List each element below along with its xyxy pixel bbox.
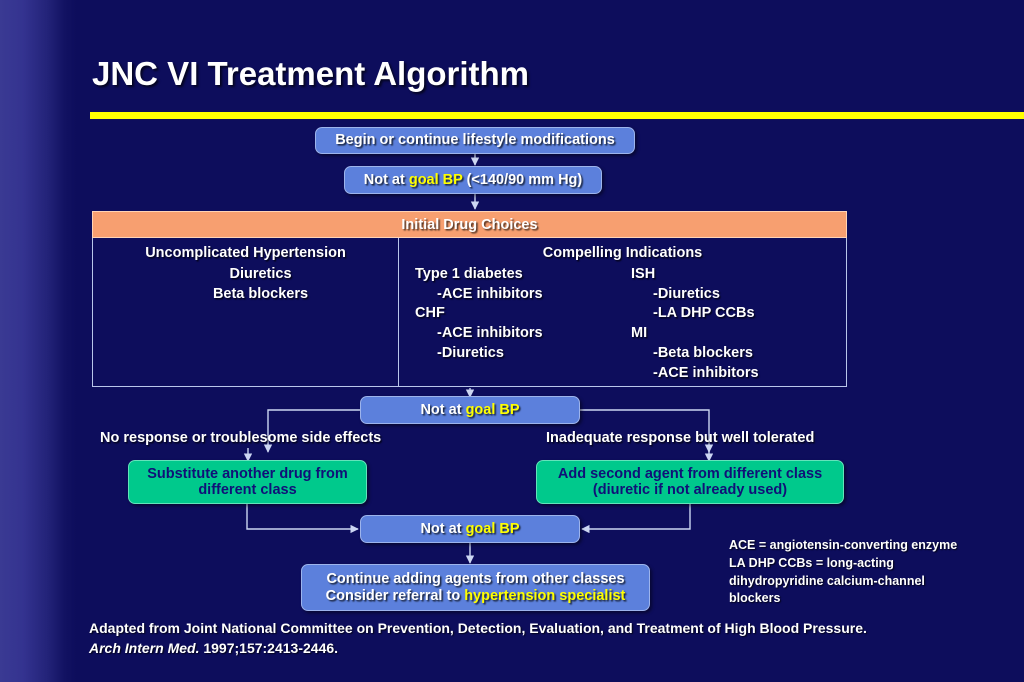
- list-item: -ACE inhibitors: [653, 364, 759, 381]
- branch-label-left: No response or troublesome side effects: [100, 430, 382, 446]
- box-substitute-another-drug[interactable]: Substitute another drug from different c…: [128, 460, 367, 504]
- box-not-at-goal-bp-2-label: Not at goal BP: [420, 401, 520, 418]
- list-item: -ACE inhibitors: [437, 325, 543, 342]
- box-not-at-goal-bp-1[interactable]: Not at goal BP (<140/90 mm Hg): [344, 166, 602, 194]
- box-add-second-agent-line2: (diuretic if not already used): [592, 482, 788, 498]
- drug-table-header: Initial Drug Choices: [92, 211, 847, 238]
- list-item: -ACE inhibitors: [437, 285, 543, 302]
- compelling-indications-group-b: ISH -Diuretics -LA DHP CCBs MI -Beta blo…: [631, 265, 831, 383]
- uncomplicated-hypertension-column: Uncomplicated Hypertension Diuretics Bet…: [93, 238, 399, 386]
- abbreviation-legend: ACE = angiotensin-converting enzyme LA D…: [729, 537, 1009, 608]
- compelling-indications-groups: Type 1 diabetes -ACE inhibitors CHF -ACE…: [399, 265, 846, 383]
- uncomplicated-hypertension-heading: Uncomplicated Hypertension: [145, 245, 346, 261]
- legend-line-3: dihydropyridine calcium-channel: [729, 573, 925, 588]
- drug-table-header-label: Initial Drug Choices: [401, 216, 538, 233]
- box-continue-adding-agents[interactable]: Continue adding agents from other classe…: [301, 564, 650, 611]
- list-item: -LA DHP CCBs: [653, 305, 755, 322]
- box-add-second-agent[interactable]: Add second agent from different class (d…: [536, 460, 844, 504]
- box-not-at-goal-bp-3-label: Not at goal BP: [420, 520, 520, 537]
- list-item: MI: [631, 325, 648, 342]
- list-item: Diuretics: [229, 266, 292, 282]
- legend-line-4: blockers: [729, 591, 781, 606]
- compelling-indications-group-a: Type 1 diabetes -ACE inhibitors CHF -ACE…: [415, 265, 631, 383]
- box-not-at-goal-bp-3[interactable]: Not at goal BP: [360, 515, 580, 543]
- citation-reference: 1997;157:2413-2446.: [199, 639, 339, 656]
- legend-line-2: LA DHP CCBs = long-acting: [729, 555, 894, 570]
- box-not-at-goal-bp-2[interactable]: Not at goal BP: [360, 396, 580, 424]
- title-underline-rule: [90, 112, 1024, 119]
- list-item: CHF: [415, 305, 445, 322]
- legend-line-1: ACE = angiotensin-converting enzyme: [729, 538, 958, 552]
- drug-table-body: Uncomplicated Hypertension Diuretics Bet…: [92, 238, 847, 387]
- initial-drug-choices-table: Initial Drug Choices Uncomplicated Hyper…: [92, 211, 847, 387]
- box-substitute-line2: different class: [198, 482, 297, 498]
- box-continue-line2: Consider referral to hypertension specia…: [325, 587, 626, 604]
- citation-text: Adapted from Joint National Committee on…: [89, 620, 867, 636]
- box-continue-line1: Continue adding agents from other classe…: [326, 571, 625, 588]
- source-citation: Adapted from Joint National Committee on…: [89, 619, 889, 658]
- compelling-indications-column: Compelling Indications Type 1 diabetes -…: [399, 238, 846, 386]
- box-lifestyle-modifications[interactable]: Begin or continue lifestyle modification…: [315, 127, 635, 154]
- list-item: Beta blockers: [212, 285, 309, 302]
- list-item: -Beta blockers: [653, 344, 753, 361]
- uncomplicated-hypertension-list: Diuretics Beta blockers: [93, 265, 398, 304]
- compelling-indications-heading: Compelling Indications: [542, 245, 703, 261]
- box-substitute-line1: Substitute another drug from: [147, 465, 348, 482]
- left-decorative-band: [0, 0, 76, 682]
- list-item: -Diuretics: [653, 285, 720, 302]
- citation-journal: Arch Intern Med.: [89, 639, 200, 656]
- list-item: Type 1 diabetes: [415, 266, 523, 282]
- list-item: -Diuretics: [437, 344, 504, 361]
- box-lifestyle-modifications-label: Begin or continue lifestyle modification…: [335, 132, 615, 149]
- list-item: ISH: [631, 266, 656, 282]
- branch-label-right: Inadequate response but well tolerated: [546, 430, 815, 446]
- page-title: JNC VI Treatment Algorithm: [92, 55, 530, 92]
- box-not-at-goal-bp-1-label: Not at goal BP (<140/90 mm Hg): [363, 171, 583, 188]
- box-add-second-agent-line1: Add second agent from different class: [557, 465, 823, 482]
